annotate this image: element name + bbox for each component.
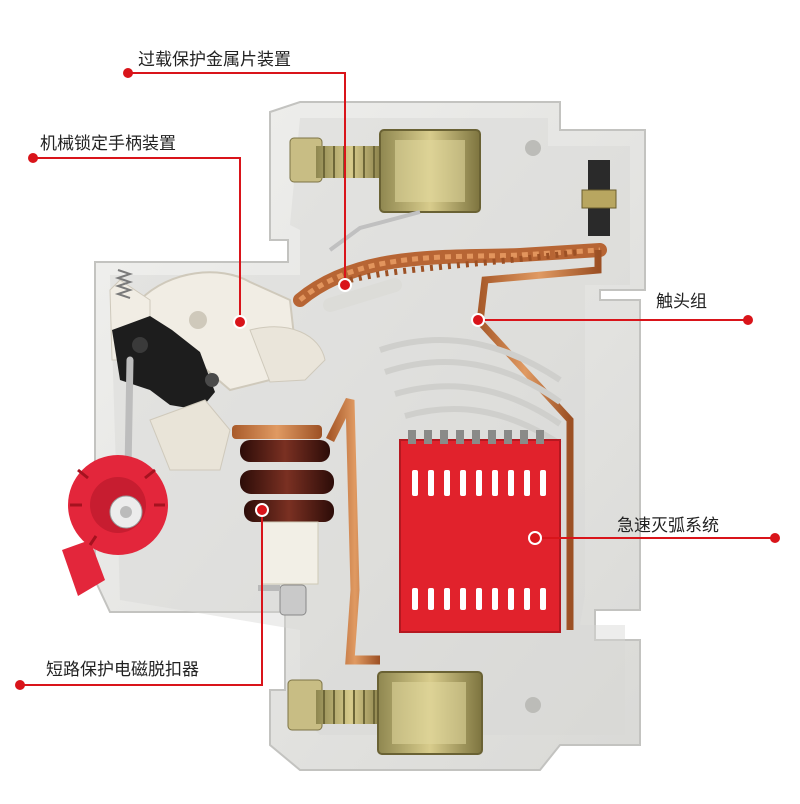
callout-dot [233,315,247,329]
label-arc-extinguishing: 急速灭弧系统 [617,516,719,536]
callout-dot [338,278,352,292]
toggle-handle [62,356,168,596]
label-contact-group: 触头组 [656,292,707,312]
callout-dot [528,531,542,545]
trip-mechanism [109,269,326,471]
callout-dot [471,313,485,327]
callout-dot [770,533,780,543]
callout-dot [15,680,25,690]
callout-dot [255,503,269,517]
mounting-hole [525,697,541,713]
callout-dot [743,315,753,325]
callout-lines [20,72,775,686]
bimetal-strip [293,210,607,312]
callout-dots [15,68,780,690]
arc-chute [399,430,561,633]
callout-line-overload [128,72,346,285]
bottom-terminal [287,671,483,755]
label-overload-protection: 过载保护金属片装置 [138,50,291,70]
label-short-circuit-trip: 短路保护电磁脱扣器 [46,660,199,680]
label-locking-handle: 机械锁定手柄装置 [40,134,176,154]
top-right-post [581,160,617,236]
mounting-hole [525,140,541,156]
callout-line-short [20,510,263,686]
callout-line-handle [33,157,241,322]
callout-dot [28,153,38,163]
callout-dot [123,68,133,78]
